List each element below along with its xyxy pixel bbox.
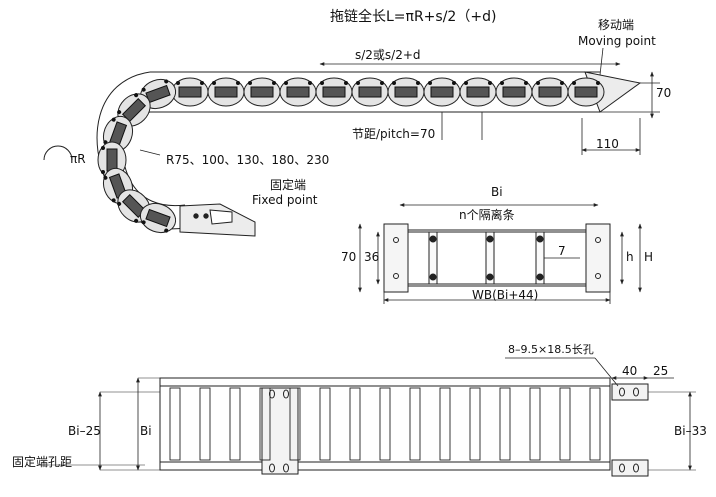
cross-section-view: [383, 223, 611, 293]
radius-options: R75、100、130、180、230: [166, 153, 330, 167]
outer-width-label: WB(Bi+44): [472, 288, 539, 302]
cross-section-7: 7: [558, 244, 566, 258]
chain-link: [495, 77, 533, 107]
cross-section-H: H: [644, 250, 654, 264]
chain-link: [567, 77, 605, 107]
plan-separator: [199, 387, 211, 461]
plan-separator: [289, 387, 301, 461]
plan-separator: [439, 387, 451, 461]
chain-link: [531, 77, 569, 107]
plan-separator: [469, 387, 481, 461]
chain-length-formula: 拖链全长L=πR+s/2（+d): [330, 9, 497, 25]
cross-section-36: 36: [364, 250, 380, 264]
cross-section-70: 70: [341, 250, 357, 264]
plan-separator: [319, 387, 331, 461]
plan-bi-minus-25: Bi–25: [68, 424, 101, 438]
plan-separator: [379, 387, 391, 461]
plan-separator: [229, 387, 241, 461]
plan-dimension-40: 40: [622, 364, 638, 378]
chain-link: [243, 77, 281, 107]
separator-count-label: n个隔离条: [459, 208, 515, 222]
plan-dimension-25: 25: [653, 364, 669, 378]
moving-end-label-en: Moving point: [578, 34, 656, 48]
plan-separator: [409, 387, 421, 461]
moving-end-label-cn: 移动端: [598, 18, 635, 32]
dimension-110: 110: [596, 137, 619, 151]
height-dimension-70: 70: [656, 86, 672, 100]
cross-section-bi: Bi: [491, 185, 503, 199]
plan-separator: [589, 387, 601, 461]
plan-separator: [349, 387, 361, 461]
chain-link: [139, 202, 177, 234]
plan-bi: Bi: [140, 424, 152, 438]
plan-bi-minus-33: Bi–33: [674, 424, 707, 438]
plan-separator: [259, 387, 271, 461]
chain-link: [459, 77, 497, 107]
slot-spec: 8–9.5×18.5长孔: [508, 343, 594, 356]
chain-link: [171, 77, 209, 107]
chain-link: [279, 77, 317, 107]
plan-separators: [169, 387, 601, 461]
cross-section-h: h: [626, 250, 634, 264]
plan-separator: [559, 387, 571, 461]
plan-view: [159, 377, 649, 477]
fixed-end-hole-pitch: 固定端孔距: [12, 455, 73, 469]
plan-separator: [169, 387, 181, 461]
plan-separator: [529, 387, 541, 461]
pitch-label: 节距/pitch=70: [352, 127, 436, 141]
fixed-end-label-en: Fixed point: [252, 193, 318, 207]
length-dimension: s/2或s/2+d: [355, 48, 421, 62]
chain-link: [351, 77, 389, 107]
fixed-end-label-cn: 固定端: [270, 178, 307, 192]
chain-links: [97, 77, 605, 234]
chain-link: [423, 77, 461, 107]
pi-r-symbol: πR: [70, 152, 86, 166]
chain-link: [207, 77, 245, 107]
plan-separator: [499, 387, 511, 461]
chain-link: [315, 77, 353, 107]
chain-link: [387, 77, 425, 107]
